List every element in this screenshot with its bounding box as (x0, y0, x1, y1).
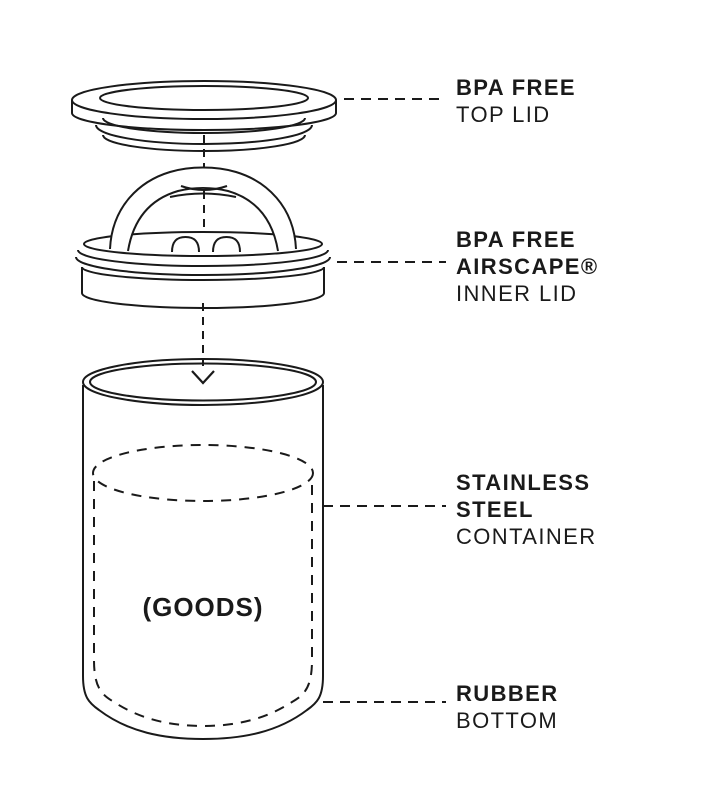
valve-bump-left (171, 235, 200, 253)
inner-lid-flange (77, 249, 329, 267)
callout-line: BOTTOM (456, 708, 559, 733)
inner-lid-skirt-top (81, 266, 325, 281)
inner-lid-gasket-collar (75, 256, 331, 276)
container-rim-outer (82, 358, 324, 406)
inner-wall-dashed (93, 481, 313, 728)
handle-fill (110, 167, 296, 251)
callout-line: STAINLESS (456, 470, 591, 495)
callout-bottom: RUBBER BOTTOM (456, 680, 559, 734)
callout-line: AIRSCAPE® (456, 254, 599, 279)
container-drawing (82, 358, 324, 741)
callout-line: INNER LID (456, 281, 578, 306)
handle-outer-arc (109, 166, 297, 250)
leader-lines (323, 98, 446, 703)
top-lid-rim-bottom (71, 112, 337, 131)
plunger-dome-curve (169, 192, 237, 198)
inner-lid-drawing (75, 166, 331, 309)
goods-fill-level-dashed (92, 444, 314, 502)
handle-inner-arc (127, 187, 279, 252)
callout-line: BPA FREE (456, 227, 576, 252)
callout-top-lid: BPA FREE TOP LID (456, 74, 576, 128)
callout-line: CONTAINER (456, 524, 597, 549)
callout-container: STAINLESS STEEL CONTAINER (456, 469, 597, 550)
callout-line: BPA FREE (456, 75, 576, 100)
valve-bump-right (212, 235, 241, 253)
arrow-down-icon (191, 370, 215, 385)
inner-lid-top-surface (83, 231, 323, 257)
callout-line: STEEL (456, 497, 534, 522)
handle-grip-detail (180, 185, 228, 191)
top-lid-gasket-ring-1 (102, 117, 306, 134)
top-lid-drawing (71, 80, 337, 152)
goods-label: (GOODS) (142, 592, 264, 622)
callout-inner-lid: BPA FREE AIRSCAPE® INNER LID (456, 226, 599, 307)
top-lid-gasket-ring-2 (95, 124, 313, 145)
container-body (82, 385, 324, 741)
container-rim-inner (89, 362, 317, 402)
callout-line: TOP LID (456, 102, 551, 127)
top-lid-inner-panel (99, 85, 309, 111)
callout-line: RUBBER (456, 681, 559, 706)
